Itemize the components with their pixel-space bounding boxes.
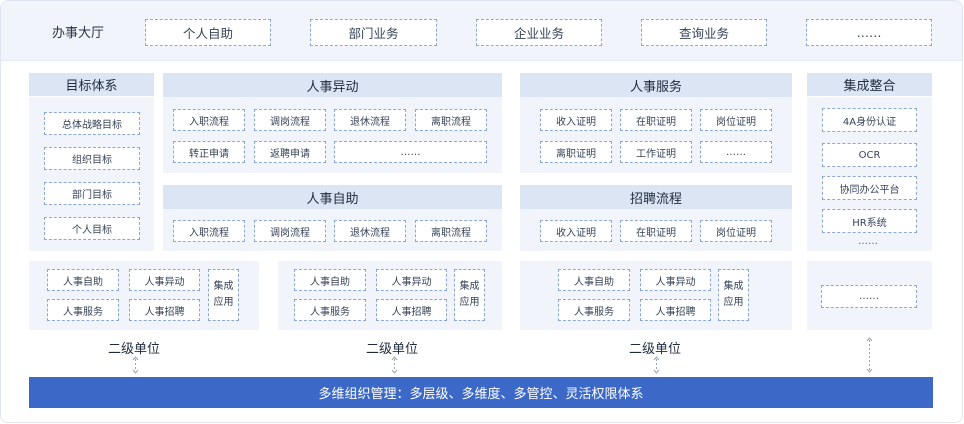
hr-service-more[interactable]: …… bbox=[700, 141, 772, 163]
hall-item-department[interactable]: 部门业务 bbox=[310, 19, 437, 46]
unit3-hr-change[interactable]: 人事异动 bbox=[640, 269, 711, 291]
double-arrow-icon bbox=[653, 356, 660, 374]
hall-item-personal[interactable]: 个人自助 bbox=[145, 19, 271, 46]
unit2-integrated-app[interactable]: 集成应用 bbox=[454, 269, 485, 321]
unit2-hr-self[interactable]: 人事自助 bbox=[294, 269, 366, 291]
hr-service-resign-cert[interactable]: 离职证明 bbox=[540, 141, 612, 163]
unit2-hr-recruit[interactable]: 人事招聘 bbox=[376, 299, 447, 321]
unit1-hr-service[interactable]: 人事服务 bbox=[47, 299, 119, 321]
unit-label-2: 二级单位 bbox=[366, 342, 419, 357]
hr-self-onboarding[interactable]: 入职流程 bbox=[173, 220, 245, 242]
unit-label-3: 二级单位 bbox=[629, 342, 682, 357]
service-hall-title: 办事大厅 bbox=[52, 26, 105, 41]
hr-change-rehire[interactable]: 返聘申请 bbox=[254, 141, 326, 163]
recruit-header: 招聘流程 bbox=[520, 185, 792, 209]
double-arrow-icon bbox=[866, 337, 873, 373]
unit1-hr-recruit[interactable]: 人事招聘 bbox=[129, 299, 200, 321]
hall-item-more[interactable]: …… bbox=[806, 19, 932, 46]
hr-change-transfer[interactable]: 调岗流程 bbox=[254, 109, 326, 131]
goal-department[interactable]: 部门目标 bbox=[44, 182, 140, 205]
hr-self-header: 人事自助 bbox=[163, 185, 502, 209]
hr-self-resign[interactable]: 离职流程 bbox=[415, 220, 487, 242]
unit1-hr-change[interactable]: 人事异动 bbox=[129, 269, 200, 291]
unit-label-1: 二级单位 bbox=[108, 342, 161, 357]
hr-service-employment-cert[interactable]: 在职证明 bbox=[620, 109, 692, 131]
org-management-bar: 多维组织管理：多层级、多维度、多管控、灵活权限体系 bbox=[29, 377, 933, 408]
integration-header: 集成整合 bbox=[807, 73, 932, 96]
hr-change-regularize[interactable]: 转正申请 bbox=[173, 141, 245, 163]
hr-self-retire[interactable]: 退休流程 bbox=[334, 220, 406, 242]
unit2-hr-service[interactable]: 人事服务 bbox=[294, 299, 366, 321]
goal-personal[interactable]: 个人目标 bbox=[44, 217, 140, 240]
hall-item-enterprise[interactable]: 企业业务 bbox=[476, 19, 602, 46]
hr-service-work-cert[interactable]: 工作证明 bbox=[620, 141, 692, 163]
recruit-income-cert[interactable]: 收入证明 bbox=[540, 220, 612, 242]
integration-hr-system[interactable]: HR系统 bbox=[822, 209, 917, 233]
hr-change-resign[interactable]: 离职流程 bbox=[415, 109, 487, 131]
hr-change-onboarding[interactable]: 入职流程 bbox=[173, 109, 245, 131]
unit1-hr-self[interactable]: 人事自助 bbox=[47, 269, 119, 291]
hr-service-position-cert[interactable]: 岗位证明 bbox=[700, 109, 772, 131]
hr-service-header: 人事服务 bbox=[520, 73, 792, 97]
hall-item-query[interactable]: 查询业务 bbox=[641, 19, 767, 46]
double-arrow-icon bbox=[132, 356, 139, 374]
integration-more: …… bbox=[858, 236, 878, 247]
goal-strategic[interactable]: 总体战略目标 bbox=[44, 112, 140, 135]
recruit-position-cert[interactable]: 岗位证明 bbox=[700, 220, 772, 242]
unit3-hr-recruit[interactable]: 人事招聘 bbox=[640, 299, 711, 321]
hr-change-more[interactable]: …… bbox=[334, 141, 487, 163]
hr-change-retire[interactable]: 退休流程 bbox=[334, 109, 406, 131]
unit2-hr-change[interactable]: 人事异动 bbox=[376, 269, 447, 291]
hr-service-income-cert[interactable]: 收入证明 bbox=[540, 109, 612, 131]
double-arrow-icon bbox=[391, 356, 398, 374]
hr-self-transfer[interactable]: 调岗流程 bbox=[254, 220, 326, 242]
unit3-integrated-app[interactable]: 集成应用 bbox=[718, 269, 749, 321]
unit3-hr-service[interactable]: 人事服务 bbox=[558, 299, 630, 321]
integration-ocr[interactable]: OCR bbox=[822, 143, 917, 167]
goals-header: 目标体系 bbox=[29, 73, 154, 96]
unit1-integrated-app[interactable]: 集成应用 bbox=[208, 269, 239, 321]
unit4-more[interactable]: …… bbox=[821, 285, 917, 308]
goal-organization[interactable]: 组织目标 bbox=[44, 147, 140, 170]
unit3-hr-self[interactable]: 人事自助 bbox=[558, 269, 630, 291]
hr-change-header: 人事异动 bbox=[163, 73, 502, 97]
integration-office-platform[interactable]: 协同办公平台 bbox=[822, 176, 917, 200]
integration-4a-auth[interactable]: 4A身份认证 bbox=[822, 108, 917, 132]
recruit-employment-cert[interactable]: 在职证明 bbox=[620, 220, 692, 242]
